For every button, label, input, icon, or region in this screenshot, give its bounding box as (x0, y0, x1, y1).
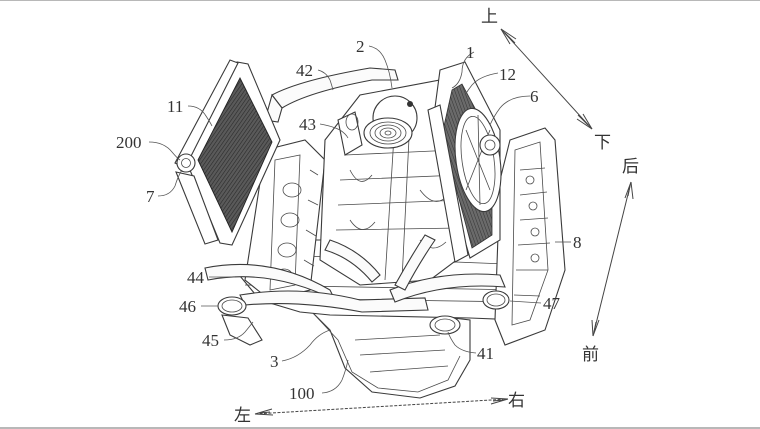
left-radiator-core (197, 77, 273, 234)
axis-rear-front: 后 前 (582, 157, 639, 365)
label-100: 100 (289, 384, 315, 403)
label-11: 11 (167, 97, 183, 116)
radiator-cap (176, 153, 196, 173)
direction-up-label: 上 (481, 7, 498, 27)
label-44: 44 (187, 268, 205, 287)
arrowhead-rear-icon (624, 181, 634, 200)
hose-lower-left (239, 290, 429, 313)
reference-numerals: 1 2 3 6 7 8 11 12 41 42 43 44 45 46 47 1… (116, 37, 582, 403)
oil-pan (298, 299, 471, 399)
label-7: 7 (146, 187, 155, 206)
arrowhead-front-icon (591, 319, 600, 337)
direction-rear-label: 后 (622, 157, 639, 177)
arrowhead-right-icon (490, 397, 509, 405)
label-46: 46 (179, 297, 196, 316)
direction-down-label: 下 (594, 133, 611, 153)
outlet-41 (429, 315, 461, 335)
direction-front-label: 前 (582, 345, 599, 365)
label-41: 41 (477, 344, 494, 363)
label-3: 3 (270, 352, 279, 371)
arrowhead-up-icon (500, 28, 517, 45)
bottom-border (0, 427, 760, 429)
label-200: 200 (116, 133, 142, 152)
axis-left-right: 左 右 (234, 391, 525, 426)
label-42: 42 (296, 61, 313, 80)
direction-right-label: 右 (508, 391, 525, 411)
axis-up-down: 上 下 (481, 7, 611, 153)
housing-45 (221, 314, 263, 346)
arrowhead-down-icon (576, 113, 593, 130)
top-border (0, 0, 760, 1)
label-45: 45 (202, 331, 219, 350)
arrowhead-left-icon (254, 408, 274, 416)
engine-assembly (174, 59, 566, 399)
hose-cross (324, 239, 381, 283)
hose-lower-right (389, 273, 506, 303)
label-8: 8 (573, 233, 582, 252)
direction-left-label: 左 (234, 406, 251, 426)
direction-indicators: 上 下 后 前 左 右 (234, 7, 639, 426)
label-47: 47 (543, 294, 561, 313)
label-6: 6 (530, 87, 539, 106)
leader-lines (148, 45, 571, 394)
label-2: 2 (356, 37, 365, 56)
hose-42 (271, 67, 399, 109)
label-12: 12 (499, 65, 516, 84)
left-cylinder-head (244, 139, 326, 301)
label-1: 1 (466, 43, 475, 62)
label-43: 43 (299, 115, 316, 134)
